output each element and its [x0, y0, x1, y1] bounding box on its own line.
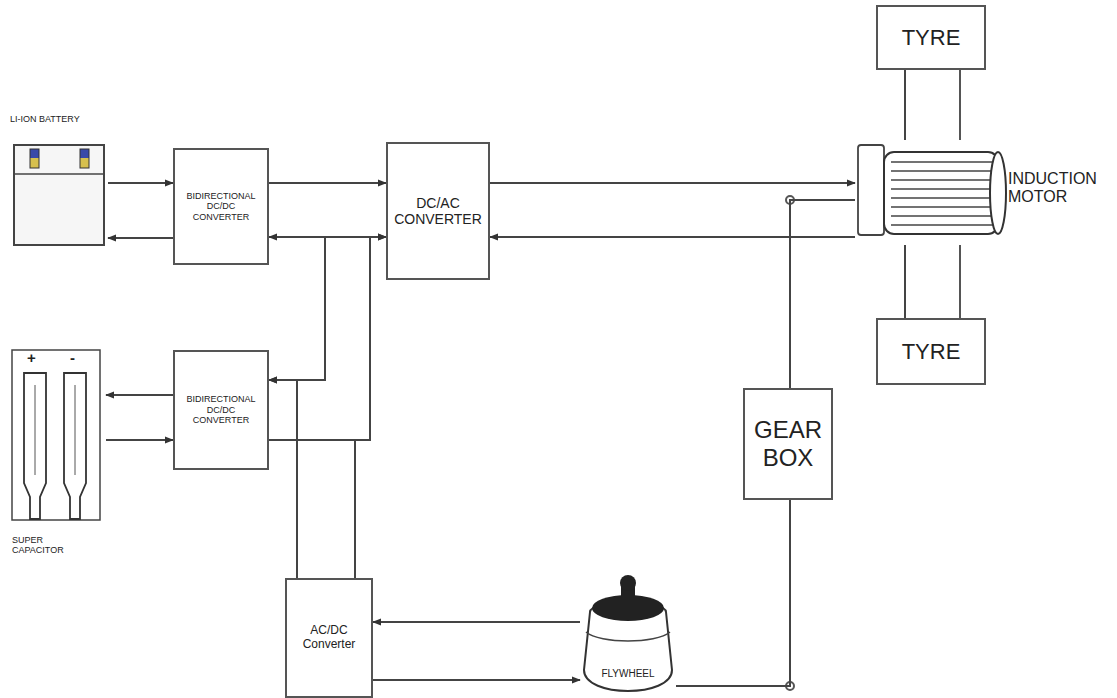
text-wrap: GEAR BOX: [749, 416, 827, 471]
motor-node: INDUCTION MOTOR: [855, 140, 1113, 245]
flywheel-node: FLYWHEEL: [580, 570, 676, 695]
part-label: FLYWHEEL: [580, 668, 676, 680]
text-wrap: TYRE: [902, 25, 961, 50]
box-label: TYRE: [902, 339, 961, 364]
connector: [269, 380, 297, 578]
part-label: SUPER CAPACITOR: [12, 535, 82, 556]
box-label: BIDIRECTIONAL DC/DC CONVERTER: [179, 394, 263, 425]
process-box: GEAR BOX: [743, 388, 833, 500]
connector: [904, 245, 906, 318]
polarity-sign: -: [70, 350, 75, 365]
connector: [269, 182, 386, 184]
connector: [373, 679, 580, 681]
box-label: BIDIRECTIONAL DC/DC CONVERTER: [179, 191, 263, 222]
process-box: TYRE: [876, 318, 986, 385]
connector: [108, 237, 173, 239]
battery-node: LI-ION BATTERY: [10, 112, 108, 248]
supercapacitor-node: SUPER CAPACITOR: [10, 345, 106, 580]
connector: [904, 70, 906, 140]
process-box: BIDIRECTIONAL DC/DC CONVERTER: [173, 148, 269, 265]
axle-line: [959, 245, 961, 318]
connector: [676, 500, 790, 686]
box-label: GEAR BOX: [749, 416, 827, 471]
polarity-sign: +: [27, 350, 36, 365]
process-box: TYRE: [876, 5, 986, 70]
part-illustration: [10, 112, 108, 248]
connector: [106, 439, 173, 441]
process-box: AC/DC Converter: [285, 578, 373, 698]
part-label: LI-ION BATTERY: [10, 114, 108, 124]
part-illustration: [855, 140, 1113, 245]
connector: [106, 394, 173, 396]
text-wrap: BIDIRECTIONAL DC/DC CONVERTER: [179, 191, 263, 222]
connector: [790, 200, 855, 388]
process-box: DC/AC CONVERTER: [386, 142, 490, 280]
connector: [373, 621, 580, 623]
text-wrap: AC/DC Converter: [291, 624, 367, 652]
text-wrap: TYRE: [902, 339, 961, 364]
box-label: DC/AC CONVERTER: [392, 195, 484, 227]
connector: [355, 237, 386, 578]
box-label: AC/DC Converter: [291, 624, 367, 652]
text-wrap: DC/AC CONVERTER: [392, 195, 484, 227]
connector: [490, 182, 855, 184]
connector: [269, 237, 386, 440]
text-wrap: BIDIRECTIONAL DC/DC CONVERTER: [179, 394, 263, 425]
connector: [269, 237, 386, 380]
connector: [108, 182, 173, 184]
part-label: INDUCTION MOTOR: [1008, 170, 1110, 207]
box-label: TYRE: [902, 25, 961, 50]
process-box: BIDIRECTIONAL DC/DC CONVERTER: [173, 350, 269, 470]
axle-line: [959, 70, 961, 140]
connector: [490, 236, 855, 238]
